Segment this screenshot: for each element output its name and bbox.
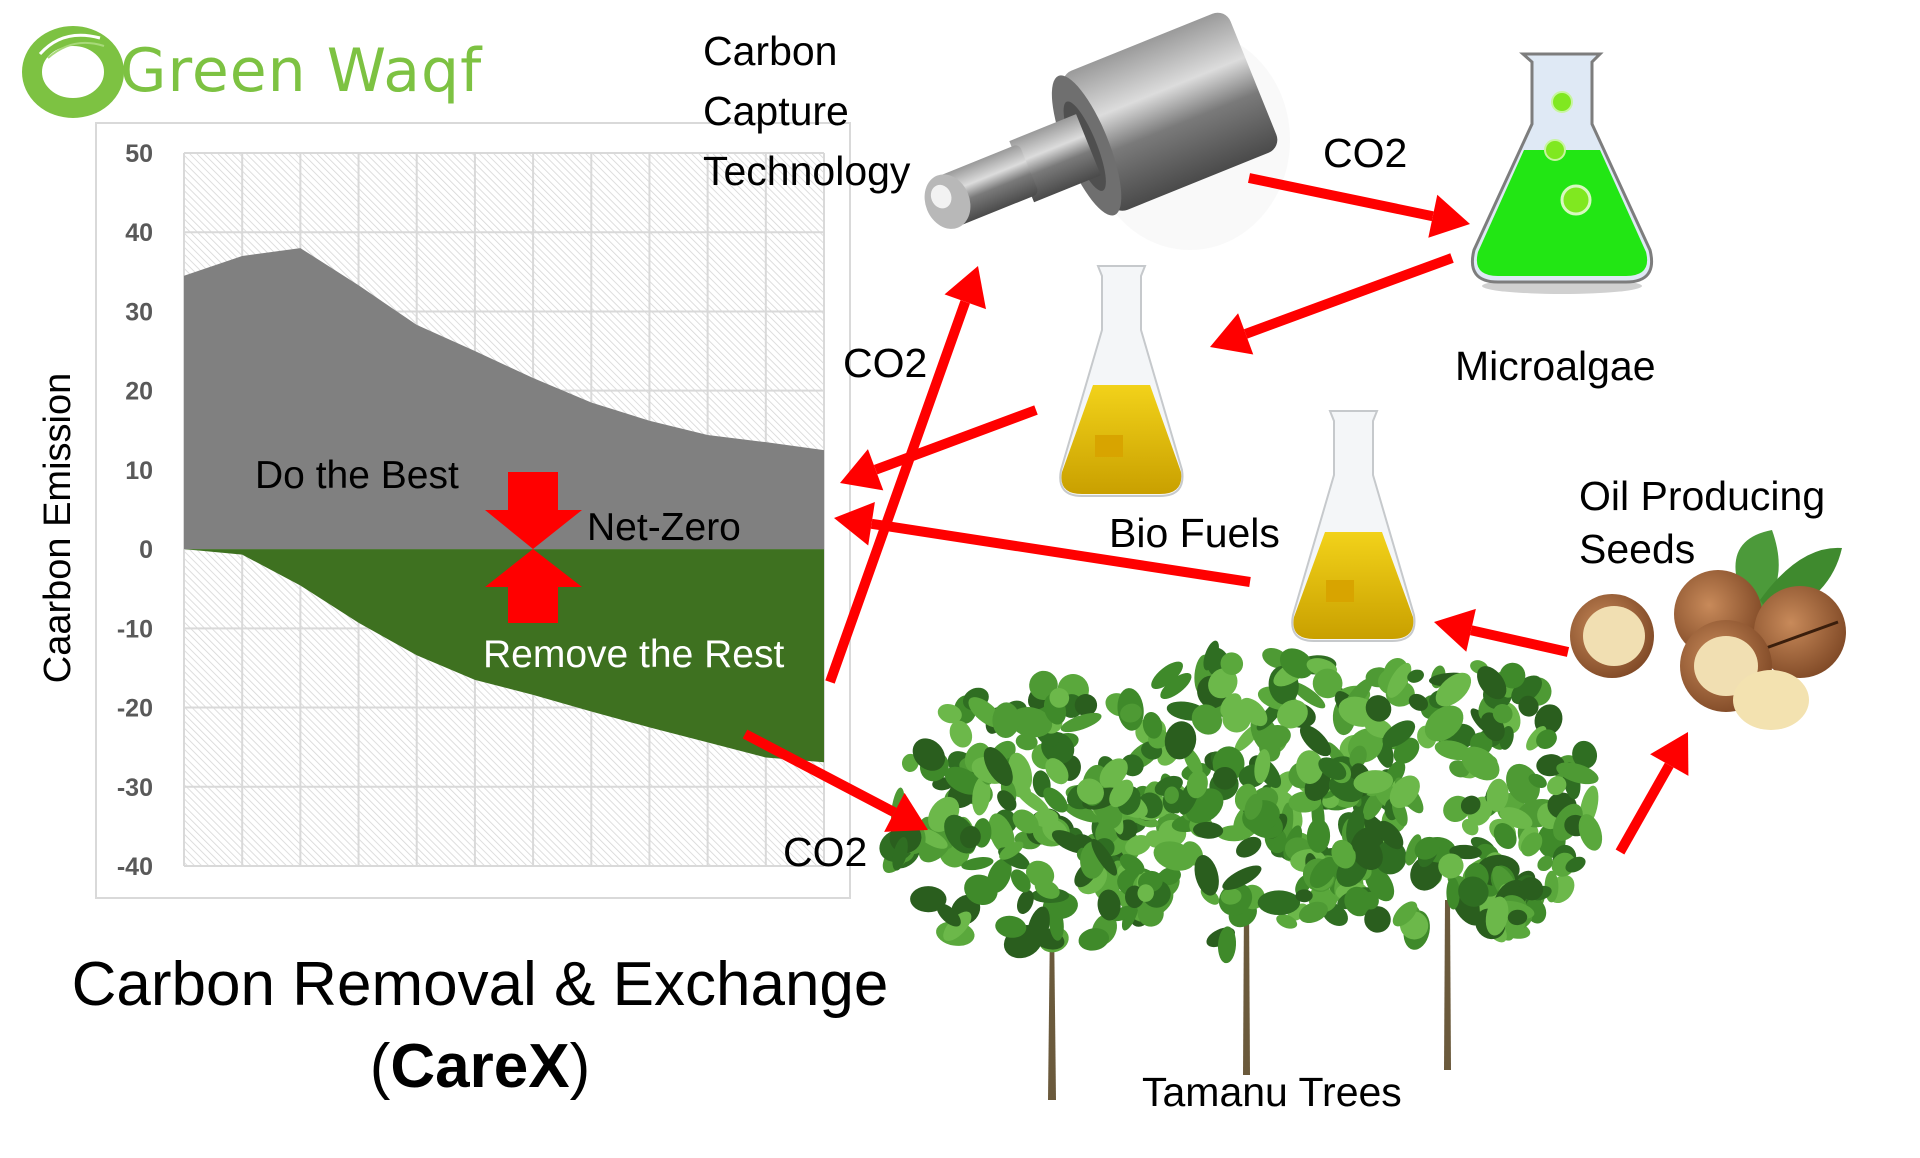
arrowhead-icon [1434, 608, 1476, 652]
y-axis-ticks: 50 40 30 20 10 0 -10 -20 -30 -40 [117, 140, 153, 881]
y-tick-label: 30 [125, 298, 153, 326]
y-tick-label: 10 [125, 457, 153, 485]
y-tick-label: 50 [125, 140, 153, 168]
oil-seeds-image [1570, 530, 1846, 730]
arrowhead-icon [1210, 313, 1254, 355]
y-tick-label: -40 [117, 853, 153, 881]
arrow-capture-to-microalgae [1247, 173, 1470, 238]
y-tick-label: 40 [125, 219, 153, 247]
y-tick-label: -10 [117, 615, 153, 643]
co2-label-to-trees: CO2 [783, 829, 867, 875]
tamanu-trees-label: Tamanu Trees [1142, 1069, 1402, 1115]
flow-arrows [742, 173, 1689, 855]
tamanu-trees-image [879, 640, 1603, 1100]
microalgae-flask-image [1471, 52, 1653, 294]
arrow-biofuel-to-chart [840, 405, 1038, 491]
arrow-biofuel2-to-chart [834, 502, 1251, 587]
arrowhead-icon [1650, 732, 1689, 776]
logo-text: Green Waqf [120, 36, 483, 106]
carbon-capture-label-line1: Carbon [703, 28, 837, 74]
carbon-capture-label-line2: Capture [703, 88, 849, 134]
page-subtitle: (CareX) [0, 1030, 960, 1104]
down-arrow-icon [485, 472, 582, 549]
plot-area: 50 40 30 20 10 0 -10 -20 -30 -40 [117, 140, 825, 881]
logo-ring-icon [22, 26, 124, 118]
y-tick-label: 0 [139, 536, 153, 564]
co2-label-to-microalgae: CO2 [1323, 130, 1407, 176]
oil-seeds-label-line1: Oil Producing [1579, 473, 1825, 519]
arrowhead-icon [884, 792, 928, 832]
co2-label-to-capture: CO2 [843, 340, 927, 386]
bio-fuels-label: Bio Fuels [1109, 510, 1280, 556]
arrow-microalgae-to-biofuel [1210, 253, 1454, 355]
arrow-trees-to-seeds [1615, 732, 1689, 855]
bio-fuel-flask-2-image [1291, 410, 1416, 642]
subtitle-acronym: CareX [390, 1032, 570, 1101]
annotation-net-zero: Net-Zero [587, 506, 741, 549]
up-arrow-icon [485, 549, 582, 623]
y-tick-label: 20 [125, 378, 153, 406]
page-title: Carbon Removal & Exchange [71, 950, 889, 1019]
arrow-chart-to-trees [742, 729, 928, 832]
microalgae-label: Microalgae [1455, 343, 1656, 389]
arrow-seeds-to-biofuel2 [1434, 608, 1570, 657]
y-tick-label: -30 [117, 774, 153, 802]
carbon-capture-label-line3: Technology [703, 148, 911, 194]
y-tick-label: -20 [117, 695, 153, 723]
arrowhead-icon [1428, 194, 1470, 238]
annotation-do-the-best: Do the Best [255, 454, 459, 497]
microalgae-liquid [1476, 150, 1648, 276]
annotation-remove-the-rest: Remove the Rest [483, 633, 784, 676]
subtitle-close-paren: ) [569, 1032, 591, 1101]
arrowhead-icon [834, 502, 875, 546]
oil-seeds-label-line2: Seeds [1579, 526, 1695, 572]
y-axis-label: Caarbon Emission [37, 373, 79, 683]
subtitle-open-paren: ( [369, 1032, 391, 1101]
arrowhead-icon [840, 449, 884, 491]
area-emissions [184, 248, 824, 550]
arrowhead-icon [944, 266, 986, 310]
arrow-chart-to-capture [825, 266, 986, 684]
bio-fuel-flask-1-image [1059, 265, 1184, 497]
area-removals [184, 549, 824, 763]
carbon-capture-device-image [924, 12, 1290, 250]
